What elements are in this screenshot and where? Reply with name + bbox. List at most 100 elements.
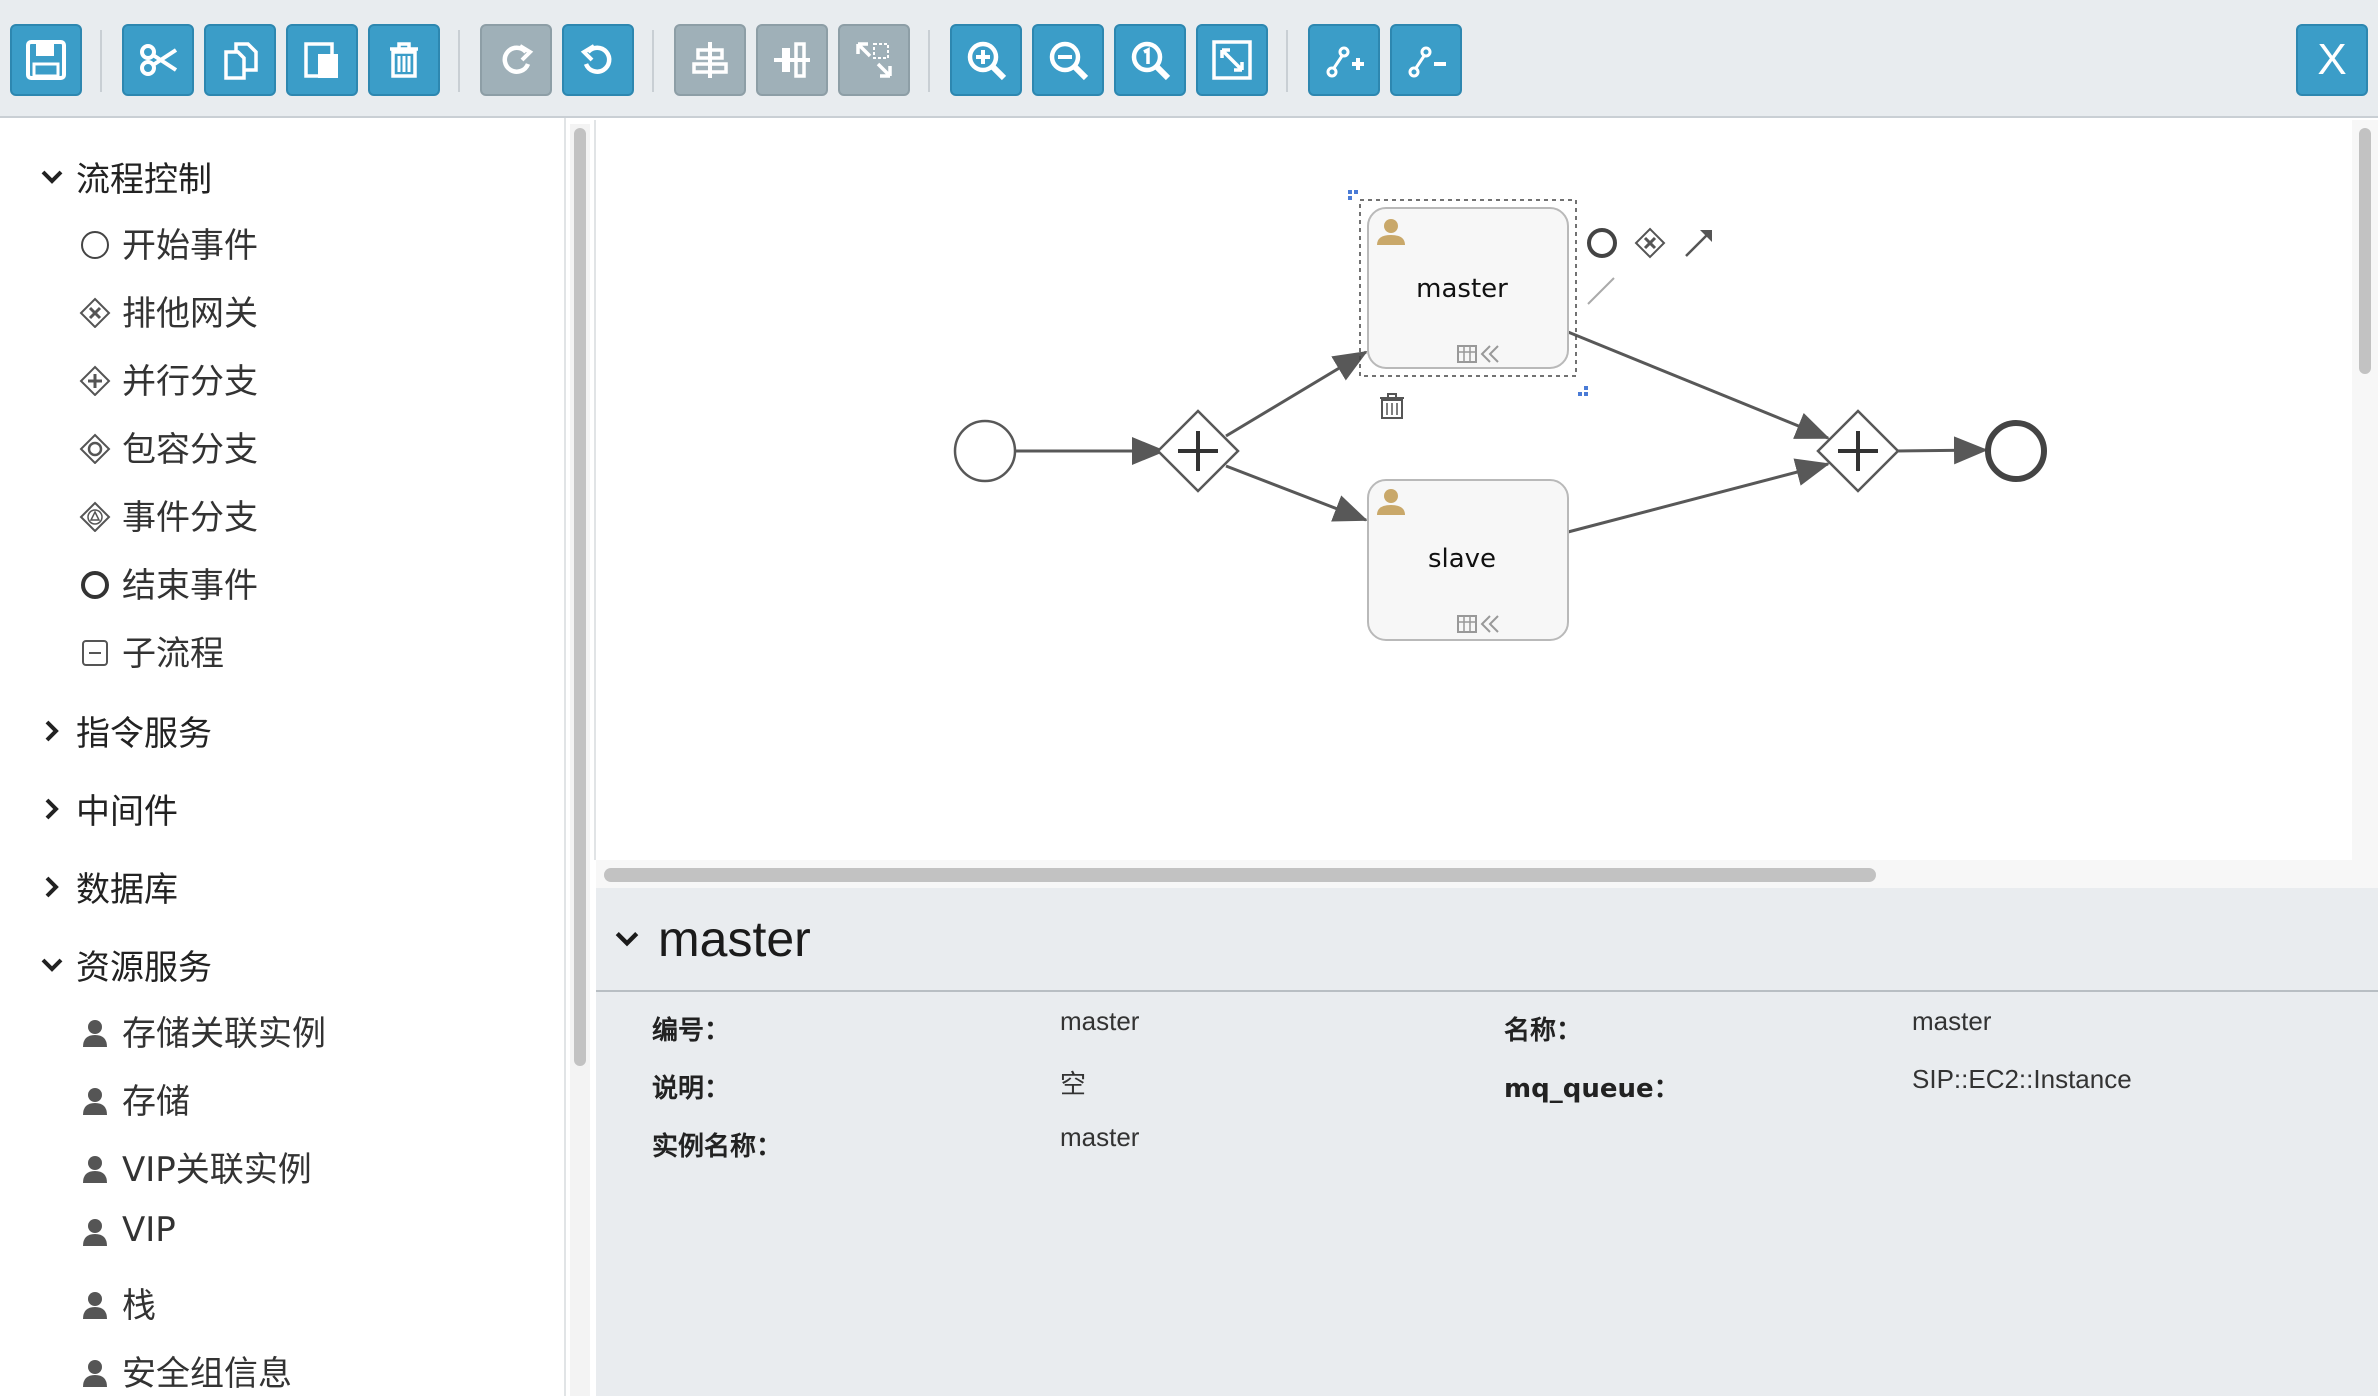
- start-event-icon: [81, 230, 109, 259]
- selection-box: [1359, 199, 1577, 377]
- palette-item-vip-link[interactable]: VIP关联实例: [78, 1142, 312, 1191]
- close-button[interactable]: X: [2296, 24, 2368, 96]
- palette-item-security-group[interactable]: 安全组信息: [78, 1346, 292, 1395]
- field-label-instance-name: 实例名称：: [652, 1132, 783, 1162]
- sequence-flow[interactable]: [1567, 458, 1830, 534]
- palette-item-inclusive-gateway[interactable]: 包容分支: [78, 422, 258, 471]
- undo-icon: [580, 44, 612, 74]
- paste-button[interactable]: [286, 24, 358, 96]
- chevron-down-icon: [41, 958, 63, 972]
- field-value-description[interactable]: 空: [1060, 1069, 1087, 1099]
- field-label-id: 编号：: [652, 1016, 731, 1046]
- redo-button[interactable]: [480, 24, 552, 96]
- resize-icon: [856, 42, 892, 78]
- sequence-flow[interactable]: [1895, 436, 1988, 465]
- palette-item-stack[interactable]: 栈: [78, 1278, 156, 1327]
- group-label: 中间件: [76, 792, 178, 832]
- resize-handle[interactable]: [1348, 190, 1358, 200]
- task-slave[interactable]: [1367, 479, 1569, 641]
- palette-item-label: 存储关联实例: [122, 1014, 326, 1054]
- save-icon: [26, 40, 66, 80]
- group-resource-service[interactable]: 资源服务: [40, 940, 212, 989]
- delete-trash-icon[interactable]: [1380, 393, 1404, 419]
- multi-instance-icon: [1457, 615, 1499, 633]
- user-task-icon: [83, 1087, 107, 1115]
- add-bendpoint-icon: [1326, 46, 1364, 78]
- sequence-flow[interactable]: [1225, 350, 1368, 438]
- palette-item-label: VIP: [122, 1210, 176, 1250]
- sequence-flow[interactable]: [1567, 330, 1830, 440]
- user-task-icon: [83, 1019, 107, 1047]
- properties-header[interactable]: master: [596, 888, 2378, 992]
- sidebar-scrollbar[interactable]: [570, 124, 590, 1396]
- palette-item-label: 栈: [122, 1286, 156, 1326]
- start-event[interactable]: [953, 419, 1017, 483]
- group-command-service[interactable]: 指令服务: [40, 706, 212, 755]
- user-task-icon: [83, 1291, 107, 1319]
- palette-item-parallel-gateway[interactable]: 并行分支: [78, 354, 258, 403]
- exclusive-gateway-icon: [79, 297, 111, 328]
- field-value-instance-name[interactable]: master: [1060, 1122, 1140, 1152]
- palette-item-label: 存储: [122, 1082, 190, 1122]
- trash-icon: [390, 42, 418, 78]
- field-value-id[interactable]: master: [1060, 1006, 1140, 1036]
- palette-item-end-event[interactable]: 结束事件: [78, 558, 258, 607]
- copy-button[interactable]: [204, 24, 276, 96]
- palette-item-vip[interactable]: VIP: [78, 1210, 176, 1250]
- event-gateway-icon: [79, 501, 111, 532]
- subprocess-icon: [82, 639, 108, 666]
- text-annotation-icon[interactable]: [1587, 277, 1615, 305]
- palette-item-storage[interactable]: 存储: [78, 1074, 190, 1123]
- append-end-event-icon[interactable]: [1587, 228, 1617, 258]
- task-label: master: [1416, 274, 1508, 304]
- undo-button[interactable]: [562, 24, 634, 96]
- zoom-fit-button[interactable]: [1196, 24, 1268, 96]
- user-task-icon: [83, 1359, 107, 1387]
- group-middleware[interactable]: 中间件: [40, 784, 178, 833]
- toolbar: X: [0, 0, 2378, 118]
- palette-item-label: VIP关联实例: [122, 1150, 312, 1190]
- cut-button[interactable]: [122, 24, 194, 96]
- same-size-button[interactable]: [838, 24, 910, 96]
- end-event-icon: [81, 570, 109, 599]
- remove-bendpoint-icon: [1408, 46, 1446, 78]
- multi-instance-icon: [1457, 345, 1499, 363]
- align-horizontal-button[interactable]: [674, 24, 746, 96]
- field-value-name[interactable]: master: [1912, 1006, 1992, 1036]
- palette-item-start-event[interactable]: 开始事件: [78, 218, 258, 267]
- save-button[interactable]: [10, 24, 82, 96]
- task-master[interactable]: [1367, 207, 1569, 369]
- chevron-down-icon: [41, 170, 63, 184]
- chevron-right-icon: [45, 798, 59, 819]
- group-flow-control[interactable]: 流程控制: [40, 152, 212, 201]
- diagram-canvas[interactable]: master slave: [594, 120, 2354, 860]
- parallel-gateway-split[interactable]: [1156, 409, 1240, 493]
- field-value-mq-queue[interactable]: SIP::EC2::Instance: [1912, 1064, 2132, 1094]
- append-gateway-icon[interactable]: [1634, 227, 1666, 259]
- zoom-out-button[interactable]: [1032, 24, 1104, 96]
- palette-item-subprocess[interactable]: 子流程: [78, 626, 224, 675]
- fit-screen-icon: [1212, 40, 1252, 80]
- zoom-actual-button[interactable]: [1114, 24, 1186, 96]
- canvas-vertical-scrollbar[interactable]: [2352, 120, 2378, 888]
- scissors-icon: [140, 44, 178, 76]
- end-event[interactable]: [1985, 420, 2047, 482]
- palette-item-event-gateway[interactable]: 事件分支: [78, 490, 258, 539]
- align-horizontal-icon: [692, 42, 728, 78]
- connect-arrow-icon[interactable]: [1685, 230, 1712, 257]
- sequence-flow[interactable]: [1225, 464, 1368, 522]
- palette-item-storage-link[interactable]: 存储关联实例: [78, 1006, 326, 1055]
- canvas-horizontal-scrollbar[interactable]: [596, 860, 2352, 888]
- delete-button[interactable]: [368, 24, 440, 96]
- zoom-in-button[interactable]: [950, 24, 1022, 96]
- add-bendpoint-button[interactable]: [1308, 24, 1380, 96]
- align-vertical-button[interactable]: [756, 24, 828, 96]
- remove-bendpoint-button[interactable]: [1390, 24, 1462, 96]
- palette-item-label: 事件分支: [122, 498, 258, 538]
- palette-item-label: 排他网关: [122, 294, 258, 334]
- palette-item-exclusive-gateway[interactable]: 排他网关: [78, 286, 258, 335]
- group-database[interactable]: 数据库: [40, 862, 178, 911]
- resize-handle[interactable]: [1578, 386, 1588, 396]
- parallel-gateway-join[interactable]: [1816, 409, 1900, 493]
- properties-panel: master 编号： master 名称： master 说明： 空 mq_qu…: [596, 888, 2378, 1396]
